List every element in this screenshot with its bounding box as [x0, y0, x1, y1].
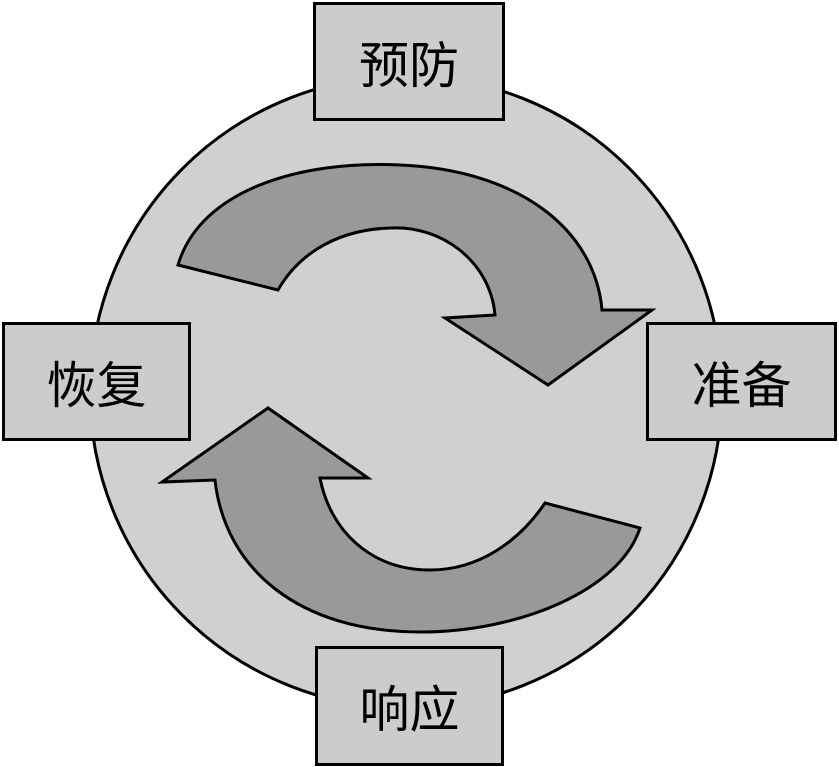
stage-prevention: 预防: [313, 2, 505, 121]
cycle-arrow-top: [176, 162, 657, 387]
stage-response: 响应: [315, 646, 504, 766]
cycle-arrow-bottom: [156, 406, 642, 634]
stage-preparedness: 准备: [646, 322, 837, 441]
stage-recovery: 恢复: [2, 322, 191, 441]
